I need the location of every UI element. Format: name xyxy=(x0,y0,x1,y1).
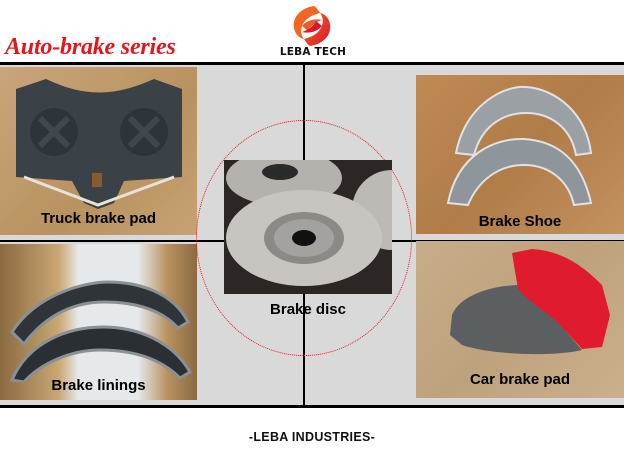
product-label: Brake linings xyxy=(51,377,146,394)
brake-disc-image xyxy=(226,160,392,286)
product-label: Brake disc xyxy=(270,301,346,318)
product-label: Car brake pad xyxy=(469,371,571,388)
brake-linings-image xyxy=(9,280,193,382)
top-divider xyxy=(0,62,624,65)
product-label: Brake Shoe xyxy=(478,213,562,230)
page-title: Auto-brake series xyxy=(5,34,176,60)
product-card-truck-brake-pad[interactable]: Truck brake pad xyxy=(0,67,197,235)
truck-brake-pad-image xyxy=(16,79,182,209)
bottom-divider xyxy=(0,405,624,408)
product-card-car-brake-pad[interactable]: Car brake pad xyxy=(416,241,624,398)
product-card-brake-shoe[interactable]: Brake Shoe xyxy=(416,75,624,234)
leba-tech-swirl-logo-icon xyxy=(280,4,344,62)
brake-shoe-image xyxy=(446,85,593,207)
product-label: Truck brake pad xyxy=(40,210,157,227)
highlight-ellipse xyxy=(196,120,412,356)
logo-text: LEBA TECH xyxy=(279,46,347,58)
footer-text: -LEBA INDUSTRIES- xyxy=(248,430,376,444)
product-card-brake-disc[interactable] xyxy=(224,160,392,294)
product-card-brake-linings[interactable]: Brake linings xyxy=(0,244,197,400)
car-brake-pad-image xyxy=(450,249,610,355)
